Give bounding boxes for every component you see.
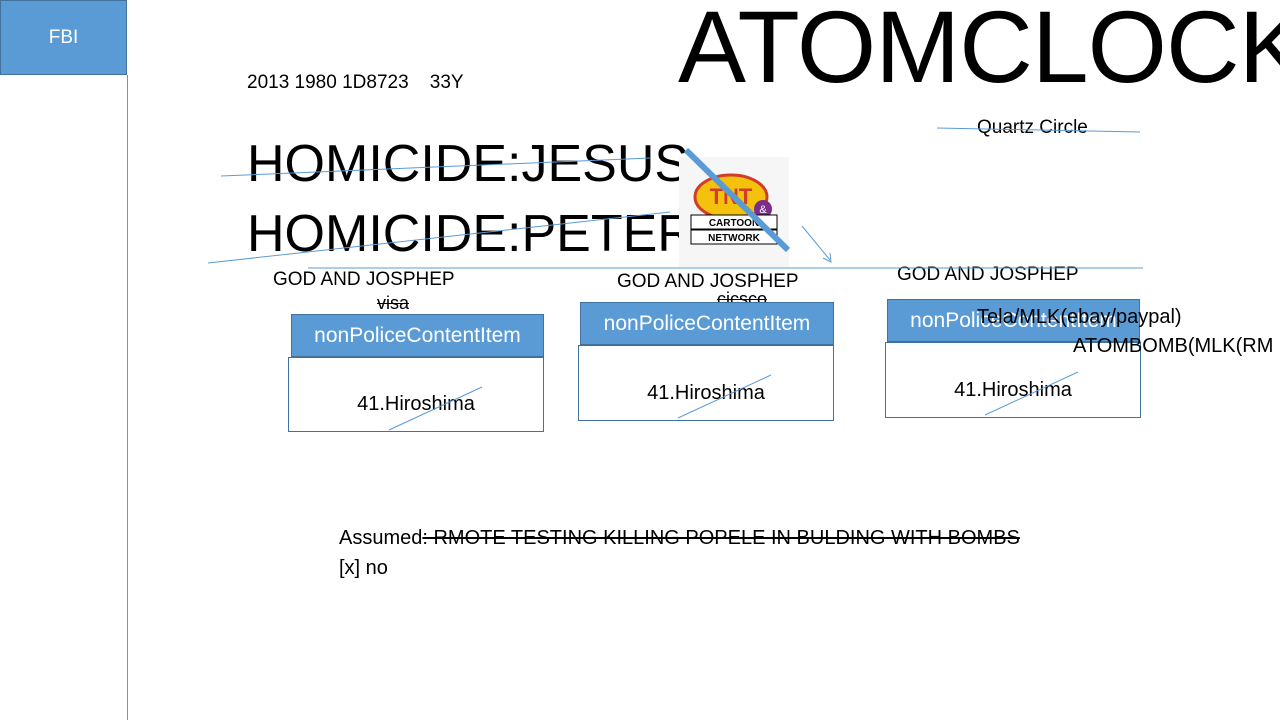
- column-2-heading: GOD AND JOSPHEP: [617, 271, 799, 292]
- page-title: ATOMCLOCK: [678, 0, 1280, 104]
- assumed-line: Assumed: RMOTE TESTING KILLING POPELE IN…: [339, 527, 1020, 550]
- quartz-circle-label: Quartz Circle: [977, 117, 1088, 138]
- column-3-box-text: 41.Hiroshima: [954, 378, 1072, 401]
- column-2-box-text: 41.Hiroshima: [647, 381, 765, 404]
- fbi-button[interactable]: FBI: [0, 0, 127, 75]
- column-3-button[interactable]: nonPoliceContentItem: [887, 299, 1140, 342]
- homicide-line-2: HOMICIDE:PETER: [247, 205, 695, 263]
- vertical-divider: [127, 75, 128, 720]
- codes-line: 2013 1980 1D8723 33Y: [247, 72, 464, 93]
- column-3-heading: GOD AND JOSPHEP: [897, 264, 1079, 285]
- cartoon-network-logo: TNT & CARTOON NETWORK: [679, 157, 789, 267]
- column-2-box: 41.Hiroshima: [578, 345, 834, 421]
- column-1-sub: visa: [377, 293, 410, 313]
- column-1-box-text: 41.Hiroshima: [357, 393, 475, 415]
- column-1-button[interactable]: nonPoliceContentItem: [291, 314, 544, 357]
- svg-text:NETWORK: NETWORK: [708, 233, 760, 244]
- svg-text:TNT: TNT: [710, 184, 753, 209]
- overlay-text-1: Tela/MLK(ebay/paypal): [977, 306, 1182, 328]
- assumed-strike: : RMOTE TESTING KILLING POPELE IN BULDIN…: [422, 527, 1020, 549]
- overlay-text-2: ATOMBOMB(MLK(RM: [1073, 335, 1274, 357]
- column-1-heading: GOD AND JOSPHEP: [273, 269, 455, 290]
- homicide-line-1: HOMICIDE:JESUS: [247, 135, 690, 193]
- column-2-button[interactable]: nonPoliceContentItem: [580, 302, 834, 345]
- svg-text:CARTOON: CARTOON: [709, 218, 759, 229]
- column-1-box: 41.Hiroshima: [288, 357, 544, 432]
- column-2-button-label: nonPoliceContentItem: [603, 311, 811, 335]
- column-3-button-label: nonPoliceContentItem: [910, 308, 1117, 332]
- column-1-button-label: nonPoliceContentItem: [314, 323, 521, 347]
- logo-icon: TNT & CARTOON NETWORK: [690, 173, 778, 245]
- assumed-prefix: Assumed: [339, 527, 423, 549]
- svg-text:&: &: [759, 204, 767, 216]
- checkbox-no[interactable]: [x] no: [339, 557, 388, 579]
- fbi-label: FBI: [48, 26, 79, 48]
